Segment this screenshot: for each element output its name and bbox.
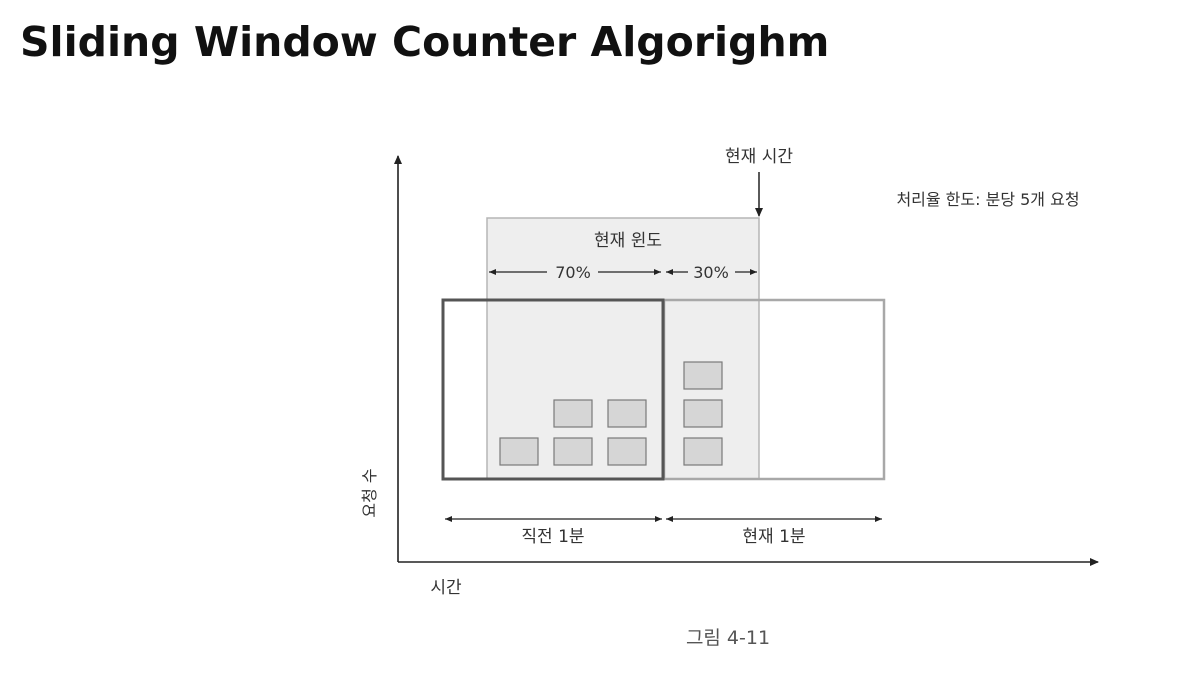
request-block <box>553 437 593 466</box>
current-window-label: 현재 윈도 <box>594 231 662 251</box>
y-axis-label: 요청 수 <box>360 468 379 517</box>
previous-minute-box <box>441 298 665 481</box>
current-share-percent: 30% <box>693 263 729 282</box>
previous-share-percent: 70% <box>555 263 591 282</box>
previous-minute-label: 직전 1분 <box>521 527 584 547</box>
request-block <box>607 437 647 466</box>
request-block <box>607 399 647 428</box>
current-time-label: 현재 시간 <box>725 147 793 167</box>
x-axis-label: 시간 <box>430 578 462 598</box>
current-minute-label: 현재 1분 <box>742 527 805 547</box>
request-block <box>683 437 723 466</box>
figure-caption: 그림 4-11 <box>686 627 770 649</box>
request-block <box>499 437 539 466</box>
rate-limit-label: 처리율 한도: 분당 5개 요청 <box>896 190 1079 209</box>
request-block <box>553 399 593 428</box>
current-window-region <box>486 217 760 480</box>
previous-minute-requests <box>499 399 647 466</box>
request-block <box>683 361 723 390</box>
page-title: Sliding Window Counter Algorighm <box>20 18 830 66</box>
request-block <box>683 399 723 428</box>
current-minute-requests <box>683 361 723 466</box>
